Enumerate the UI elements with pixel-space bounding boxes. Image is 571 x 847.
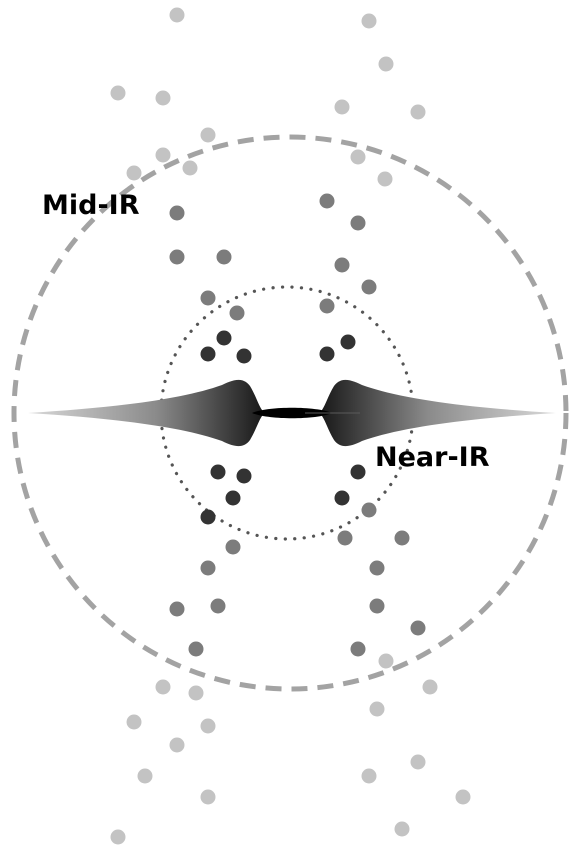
light-dot (155, 679, 171, 695)
light-dot (110, 85, 126, 101)
light-dot (369, 701, 385, 717)
light-dot (137, 768, 153, 784)
light-dot (182, 160, 198, 176)
mid-dot (319, 298, 335, 314)
light-dot (126, 165, 142, 181)
light-dot (394, 821, 410, 837)
light-dot (155, 147, 171, 163)
mid-dot (369, 598, 385, 614)
light-dot (169, 737, 185, 753)
light-dot (361, 768, 377, 784)
light-dot (188, 685, 204, 701)
disk-left-lobe (28, 379, 262, 447)
outer-light-dots (110, 7, 471, 845)
mid-dot (188, 641, 204, 657)
inner-dark-dots (200, 330, 366, 525)
light-dot (361, 13, 377, 29)
mid-dot (225, 539, 241, 555)
dark-dot (200, 509, 216, 525)
light-dot (200, 789, 216, 805)
dark-dot (334, 490, 350, 506)
light-dot (378, 56, 394, 72)
mid-dot (394, 530, 410, 546)
light-dot (410, 104, 426, 120)
light-dot (155, 90, 171, 106)
mid-dot (169, 249, 185, 265)
light-dot (169, 7, 185, 23)
light-dot (126, 714, 142, 730)
mid-dot (369, 560, 385, 576)
light-dot (378, 653, 394, 669)
mid-dot (410, 620, 426, 636)
dark-dot (319, 346, 335, 362)
light-dot (110, 829, 126, 845)
mid-dot (229, 305, 245, 321)
light-dot (455, 789, 471, 805)
mid-dot (350, 641, 366, 657)
mid-gray-dots (169, 193, 426, 657)
dark-dot (340, 334, 356, 350)
mid-dot (210, 598, 226, 614)
light-dot (377, 171, 393, 187)
disk-center-lens (252, 407, 332, 419)
dark-dot (236, 468, 252, 484)
mid-dot (319, 193, 335, 209)
light-dot (422, 679, 438, 695)
mid-ir-label: Mid-IR (42, 190, 140, 221)
dark-dot (200, 346, 216, 362)
disk-right-lobe (322, 379, 556, 447)
mid-dot (169, 601, 185, 617)
mid-dot (350, 215, 366, 231)
edge-on-disk (28, 379, 556, 447)
dark-dot (350, 464, 366, 480)
light-dot (334, 99, 350, 115)
mid-dot (200, 290, 216, 306)
mid-dot (337, 530, 353, 546)
light-dot (200, 718, 216, 734)
light-dot (410, 754, 426, 770)
mid-dot (216, 249, 232, 265)
dark-dot (225, 490, 241, 506)
near-ir-label: Near-IR (375, 442, 490, 473)
mid-ir-ring (11, 134, 569, 692)
mid-dot (169, 205, 185, 221)
dark-dot (216, 330, 232, 346)
mid-dot (361, 279, 377, 295)
light-dot (200, 127, 216, 143)
dark-dot (210, 464, 226, 480)
mid-dot (361, 502, 377, 518)
dark-dot (236, 348, 252, 364)
light-dot (350, 149, 366, 165)
mid-dot (334, 257, 350, 273)
mid-dot (200, 560, 216, 576)
